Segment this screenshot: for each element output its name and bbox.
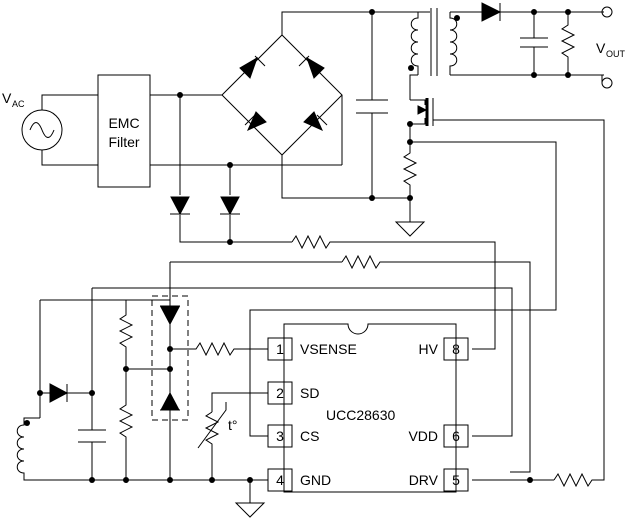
svg-text:3: 3 [276,428,284,444]
pin-6-name: VDD [408,428,438,444]
vac-subscript: AC [12,99,25,109]
svg-text:4: 4 [276,472,284,488]
pin-1: 1 VSENSE [267,337,357,361]
hv-diode-2-icon [220,196,240,216]
clamp-diode-bottom-icon [160,349,180,480]
cs-wire [249,141,557,437]
emc-label-line1: EMC [108,115,139,131]
ac-source-icon [21,109,63,151]
svg-text:1: 1 [276,341,284,357]
vdd-line-left [40,262,171,301]
ic-name: UCC28630 [326,407,395,423]
pin-6: 6 VDD [408,424,469,448]
pin-1-name: VSENSE [300,341,357,357]
divider-resistor-top-icon [118,300,134,369]
sd-wire [211,392,268,412]
pin-2-name: SD [300,385,319,401]
pin-4-name: GND [300,472,331,488]
pin-2: 2 SD [267,381,319,405]
hv-rail [281,11,430,199]
svg-text:2: 2 [276,385,284,401]
output-diode-icon [481,2,502,22]
ground-bus [40,479,268,503]
thermistor-icon [197,402,227,480]
divider-resistor-bottom-icon [118,369,134,480]
vac-label: V [2,90,12,106]
vdd-capacitor-icon [78,429,106,443]
svg-text:8: 8 [452,341,460,357]
pin-4: 4 GND [267,468,331,492]
mosfet-icon [410,98,605,472]
emc-output-wires [150,94,342,166]
pin-3: 3 CS [267,424,319,448]
clamp-diode-top-icon [160,262,180,349]
emc-label-line2: Filter [108,134,139,150]
transformer-icon [408,8,460,76]
gate-resistor-icon [553,472,605,488]
vout-label: V [596,40,606,56]
vsense-series-resistor-icon [170,341,268,357]
bridge-rectifier-icon [221,34,343,165]
vsense-resistor-icon [341,254,531,473]
pin-5-name: DRV [409,472,439,488]
svg-text:5: 5 [452,472,460,488]
hv-resistor-icon [291,234,496,350]
aux-winding-icon [16,300,41,481]
sense-resistor-icon [402,142,418,222]
hv-sense-wires [179,95,292,243]
aux-diode-icon [40,383,92,403]
emc-filter-box [97,74,151,188]
aux-line [92,287,513,437]
hv-diode-1-icon [170,196,190,216]
svg-text:6: 6 [452,428,460,444]
thermistor-label: t° [228,417,238,433]
ground-icon-bottom [234,502,266,518]
output-resistor-icon [560,12,576,75]
pin-5: 5 DRV [409,468,469,492]
primary-to-drain [409,74,418,100]
ic-body [283,323,457,493]
vout-subscript: OUT [606,49,626,59]
bulk-capacitor-icon [356,99,388,114]
ground-icon-top [394,221,426,237]
pin-3-name: CS [300,428,319,444]
ac-wires [41,94,98,166]
pin-8-name: HV [419,341,439,357]
output-terminal-icon [601,6,613,89]
output-capacitor-icon [520,12,548,75]
pin-8: 8 HV [419,337,469,361]
